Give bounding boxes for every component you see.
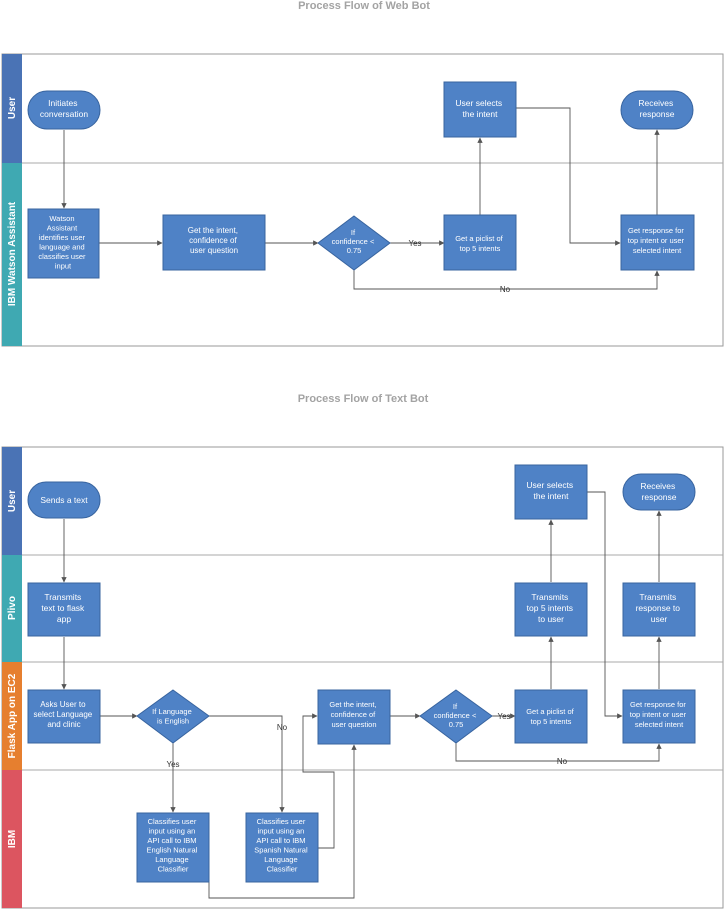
web-lane-user-header [2,54,22,163]
web-node-initiates[interactable]: Initiates conversation [27,90,101,130]
web-edge-yes-label: Yes [408,239,421,248]
web-bot-swimlanes: User IBM Watson Assistant [1,53,724,347]
web-node-confidence-decision[interactable]: If confidence < 0.75 [317,215,391,271]
web-lane-watson-label: IBM Watson Assistant [7,201,18,306]
text-node-transmits-response-text: Transmits response to user [636,592,683,624]
web-node-piclist[interactable]: Get a piclist of top 5 intents [443,214,517,271]
text-node-confidence-text: If confidence < 0.75 [434,702,479,729]
web-node-get-response[interactable]: Get response for top intent or user sele… [620,214,695,271]
web-lane-watson-header [2,163,22,346]
text-edge-no-label: No [557,757,568,766]
text-lane-ibm-header [2,770,22,908]
web-node-get-intent[interactable]: Get the intent, confidence of user quest… [162,214,266,271]
text-node-asks-user-text: Asks User to select Language and clinic [34,700,95,729]
text-node-language-text: If Language is English [152,707,194,726]
text-node-get-intent-text: Get the intent, confidence of user quest… [329,700,378,729]
text-edge-lang-yes-label: Yes [166,760,179,769]
web-node-user-selects[interactable]: User selects the intent [443,81,517,138]
text-node-confidence-decision[interactable]: If confidence < 0.75 [419,689,493,744]
web-node-watson-identifies[interactable]: Watson Assistant identifies user languag… [27,208,100,279]
text-node-spanish-classifier-text: Classifies user input using an API call … [254,817,309,874]
text-node-asks-user[interactable]: Asks User to select Language and clinic [27,689,101,744]
web-node-piclist-text: Get a piclist of top 5 intents [455,234,505,253]
web-lane-user-label: User [7,97,18,119]
web-node-get-response-text: Get response for top intent or user sele… [628,226,686,255]
text-node-english-classifier-text: Classifies user input using an API call … [147,817,200,874]
text-node-get-intent[interactable]: Get the intent, confidence of user quest… [317,689,391,745]
text-edge-yes-label: Yes [497,712,510,721]
text-edge-lang-no-label: No [277,723,288,732]
text-node-user-selects-text: User selects the intent [526,480,575,501]
text-node-receives-text: Receives response [640,481,677,502]
text-node-receives[interactable]: Receives response [622,473,696,511]
text-node-spanish-classifier[interactable]: Classifies user input using an API call … [245,812,319,883]
text-node-transmits-response[interactable]: Transmits response to user [622,582,696,637]
web-node-confidence-text: If confidence < 0.75 [332,228,377,255]
text-lane-user-label: User [7,490,18,512]
text-node-sends[interactable]: Sends a text [27,481,101,519]
text-node-transmits-top5[interactable]: Transmits top 5 intents to user [514,582,588,637]
text-node-transmits-text-label: Transmits text to flask app [41,592,86,624]
text-node-get-response[interactable]: Get response for top intent or user sele… [622,689,696,744]
web-node-initiates-text: Initiates conversation [40,98,88,119]
text-lane-user-header [2,447,22,555]
text-node-language-decision[interactable]: If Language is English [136,689,210,744]
text-node-piclist[interactable]: Get a piclist of top 5 intents [514,689,588,744]
text-node-transmits-text[interactable]: Transmits text to flask app [27,582,101,637]
text-node-transmits-top5-text: Transmits top 5 intents to user [527,592,576,624]
web-node-user-selects-text: User selects the intent [455,98,504,119]
web-node-get-intent-text: Get the intent, confidence of user quest… [188,226,241,255]
text-node-piclist-text: Get a piclist of top 5 intents [526,707,576,726]
text-node-sends-text: Sends a text [40,495,88,505]
web-node-receives[interactable]: Receives response [620,90,694,130]
text-lane-plivo-label: Plivo [7,596,18,620]
text-lane-flask-label: Flask App on EC2 [7,673,18,758]
web-bot-title: Process Flow of Web Bot [298,0,430,12]
text-bot-swimlanes: User Plivo Flask App on EC2 IBM [1,446,724,909]
text-node-user-selects[interactable]: User selects the intent [514,464,588,520]
text-lane-flask-header [2,662,22,770]
web-node-watson-identifies-text: Watson Assistant identifies user languag… [38,214,87,271]
web-edge-no-label: No [500,285,511,294]
text-lane-plivo-header [2,555,22,662]
text-node-get-response-text: Get response for top intent or user sele… [630,700,688,729]
text-lane-ibm-label: IBM [7,830,18,848]
text-node-english-classifier[interactable]: Classifies user input using an API call … [136,812,210,883]
text-bot-title: Process Flow of Text Bot [298,393,429,405]
web-node-receives-text: Receives response [638,98,675,119]
